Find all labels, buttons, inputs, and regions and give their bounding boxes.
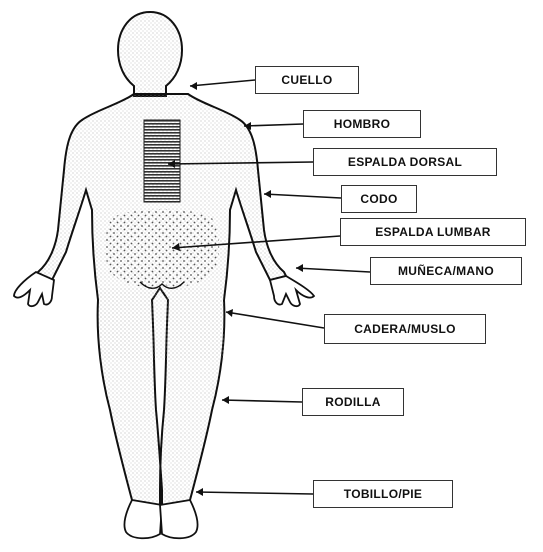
leader-cadera-muslo xyxy=(226,312,324,328)
hip-thigh-region xyxy=(100,288,224,360)
right-foot xyxy=(160,500,198,538)
arrowhead xyxy=(296,264,303,272)
arrowhead xyxy=(226,309,233,317)
label-rodilla: RODILLA xyxy=(302,388,404,416)
arrowhead xyxy=(196,488,203,496)
label-cuello: CUELLO xyxy=(255,66,359,94)
label-tobillo-pie: TOBILLO/PIE xyxy=(313,480,453,508)
left-hand xyxy=(14,272,54,306)
leader-cuello xyxy=(190,80,255,86)
label-cadera-muslo: CADERA/MUSLO xyxy=(324,314,486,344)
label-muneca-mano: MUÑECA/MANO xyxy=(370,257,522,285)
right-hand xyxy=(270,276,314,306)
head-outline xyxy=(118,12,182,96)
leader-tobillo-pie xyxy=(196,492,313,494)
arrowhead xyxy=(222,396,229,404)
left-foot xyxy=(124,500,162,538)
label-hombro: HOMBRO xyxy=(303,110,421,138)
leader-rodilla xyxy=(222,400,302,402)
leader-muneca-mano xyxy=(296,268,370,272)
arrowhead xyxy=(264,190,271,198)
leader-codo xyxy=(264,194,341,198)
arrowhead xyxy=(190,82,197,90)
label-codo: CODO xyxy=(341,185,417,213)
lumbar-region xyxy=(105,209,219,287)
leader-hombro xyxy=(244,124,303,126)
label-espalda-lumbar: ESPALDA LUMBAR xyxy=(340,218,526,246)
label-espalda-dorsal: ESPALDA DORSAL xyxy=(313,148,497,176)
